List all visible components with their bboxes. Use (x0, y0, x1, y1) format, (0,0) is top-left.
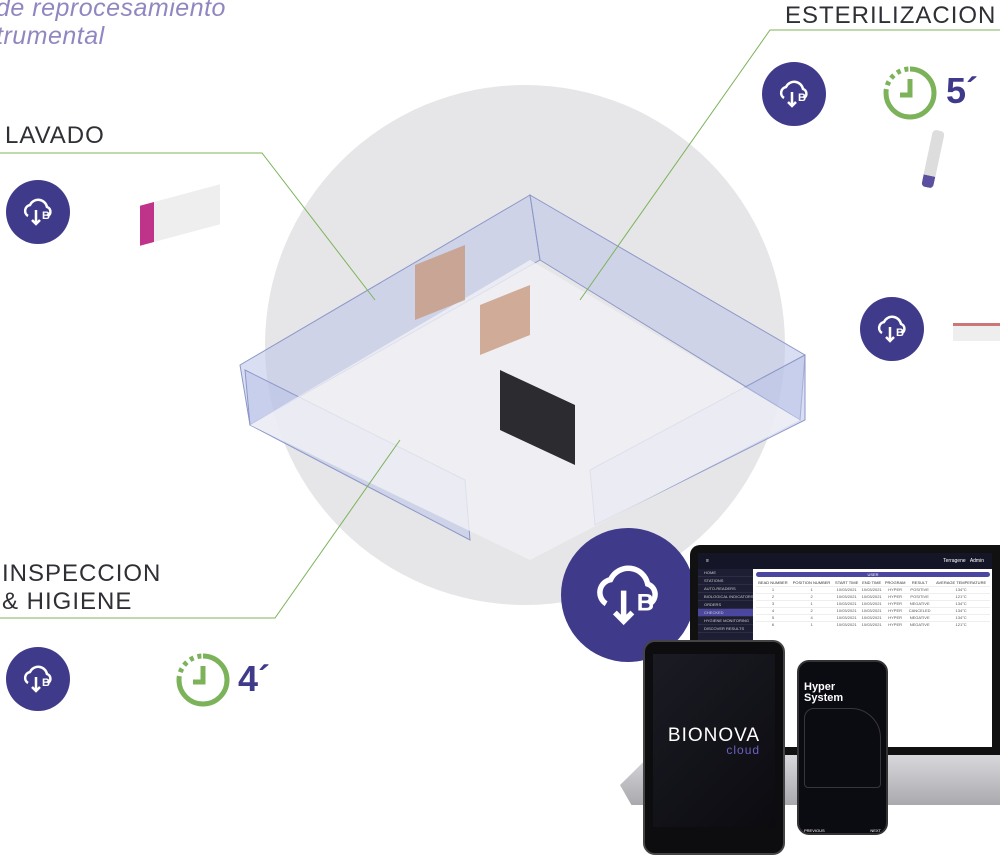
table-cell: 1 (789, 586, 834, 594)
table-cell: 10/03/2021 (860, 621, 884, 628)
clock-icon (883, 66, 937, 120)
user-menu[interactable]: Admin (969, 558, 984, 564)
sidebar-item[interactable]: HYGIENE MONITORING (698, 617, 753, 625)
column-header: PROGRAM (884, 580, 906, 585)
user-bar[interactable]: USER (756, 572, 990, 577)
table-cell: 1 (789, 621, 834, 628)
connector-lines (0, 29, 1000, 619)
table-cell: 5 (756, 614, 790, 622)
table-cell: POSITIVE (907, 593, 933, 601)
svg-text:B: B (798, 92, 806, 104)
table-cell: NEGATIVE (907, 600, 933, 608)
table-cell: 10/03/2021 (860, 607, 884, 615)
clock-icon (176, 653, 230, 707)
table-cell: 10/03/2021 (833, 593, 861, 601)
table-cell: 2 (756, 593, 790, 601)
table-cell: HYPER (883, 621, 908, 628)
svg-text:B: B (896, 327, 904, 339)
shelf (480, 285, 530, 355)
svg-text:B: B (42, 677, 50, 689)
table-cell: 10/03/2021 (860, 586, 884, 594)
table-cell: 134°C (932, 614, 990, 622)
sidebar-item[interactable]: AUTO-READERS (698, 585, 753, 593)
table-cell: HYPER (883, 614, 908, 622)
sidebar-item[interactable]: BIOLOGICAL INDICATORS (698, 593, 753, 601)
table-cell: HYPER (883, 586, 908, 594)
table-cell: 121°C (932, 593, 990, 601)
cloud-download-icon: B (6, 647, 70, 711)
next-button[interactable]: NEXT (870, 828, 881, 833)
shelf (415, 245, 465, 320)
table-cell: HYPER (883, 607, 908, 615)
table-cell: 10/03/2021 (833, 607, 861, 615)
stage-lavado-label: LAVADO (5, 122, 105, 149)
table-cell: 1 (789, 600, 834, 608)
table-cell: HYPER (883, 600, 908, 608)
main-content: USER BEAD NUMBER POSITION NUMBER START TIM… (756, 572, 990, 628)
table-cell: 10/03/2021 (833, 586, 861, 594)
table-cell: 1 (756, 586, 790, 594)
table-cell: NEGATIVE (907, 621, 933, 628)
table-cell: 121°C (932, 621, 990, 628)
table-cell: 10/03/2021 (860, 614, 884, 622)
column-header: AVERAGE TEMPERATURE (936, 580, 987, 585)
svg-text:B: B (42, 210, 50, 222)
sidebar-item[interactable]: STATIONS (698, 577, 753, 585)
table-cell: 10/03/2021 (860, 593, 884, 601)
app-header: ≡Terragene Admin (698, 553, 992, 569)
cloud-download-icon: B (860, 297, 924, 361)
sidebar-item[interactable]: ORDERS (698, 601, 753, 609)
device-illustration (804, 708, 881, 788)
page-title: de reprocesamiento trumental (0, 0, 226, 50)
table-cell: CANCELED (907, 607, 933, 615)
inspeccion-time: 4´ (238, 658, 271, 699)
stage-esterilizacion-label: ESTERILIZACION (785, 2, 997, 29)
cabinet (500, 370, 575, 465)
column-header: RESULT (911, 580, 928, 585)
stage-inspeccion-label: INSPECCION & HIGIENE (2, 560, 162, 615)
table-cell: 134°C (932, 600, 990, 608)
svg-text:B: B (637, 589, 654, 616)
table-cell: 10/03/2021 (833, 614, 861, 622)
table-cell: 3 (756, 600, 790, 608)
column-header: START TIME (835, 580, 859, 585)
table-cell: 6 (756, 621, 790, 628)
cloud-download-icon: B (762, 62, 826, 126)
table-cell: 10/03/2021 (833, 621, 861, 628)
column-header: BEAD NUMBER (758, 580, 788, 585)
sidebar-item[interactable]: CHECKED (698, 609, 753, 617)
cloud-download-icon: B (6, 180, 70, 244)
table-cell: HYPER (883, 593, 908, 601)
table-cell: 2 (789, 593, 834, 601)
table-cell: 4 (756, 607, 790, 615)
indicator-strips-image (953, 323, 1000, 341)
table-cell: 10/03/2021 (833, 600, 861, 608)
sidebar-item[interactable]: HOME (698, 569, 753, 577)
previous-button[interactable]: PREVIOUS (804, 828, 825, 833)
sidebar-item[interactable]: DISCOVER RESULTS (698, 625, 753, 633)
table-cell: 134°C (932, 607, 990, 615)
column-header: POSITION NUMBER (792, 580, 831, 585)
cloud-download-icon-large: B (561, 528, 695, 662)
table-cell: 2 (789, 607, 834, 615)
table-cell: 10/03/2021 (860, 600, 884, 608)
table-cell: 4 (789, 614, 834, 622)
column-header: END TIME (862, 580, 882, 585)
table-cell: NEGATIVE (907, 614, 933, 622)
table-cell: 134°C (932, 586, 990, 594)
table-cell: POSITIVE (907, 586, 933, 594)
esterilizacion-time: 5´ (946, 70, 979, 111)
